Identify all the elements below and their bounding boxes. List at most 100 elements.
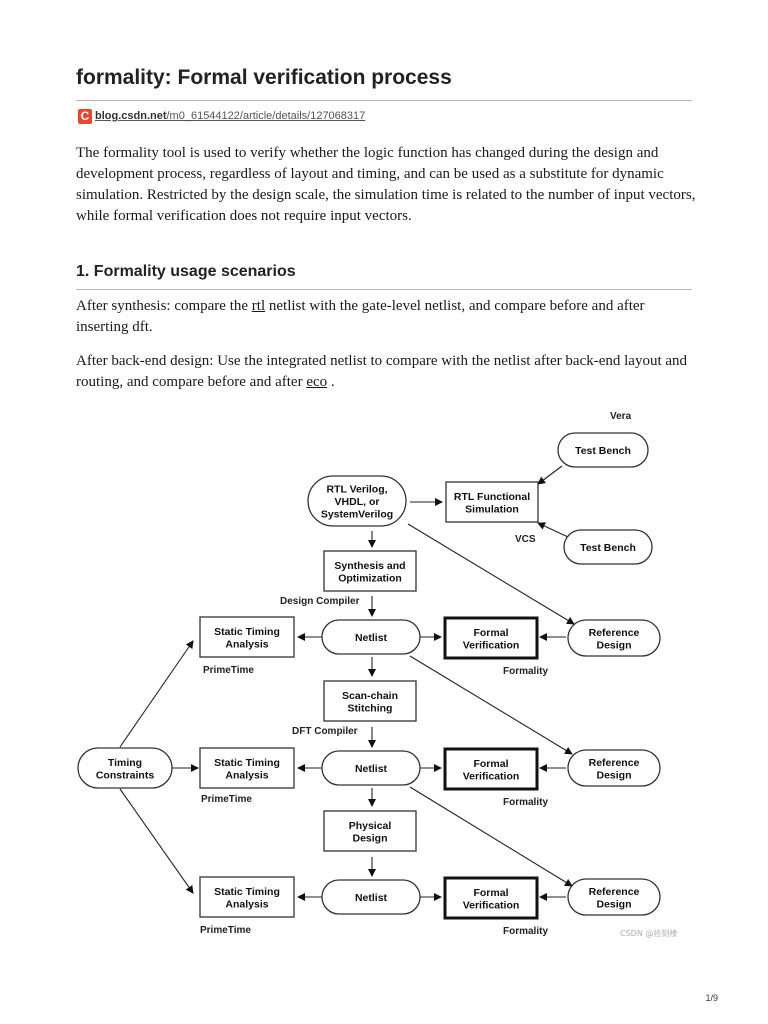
- section-divider: [76, 289, 692, 290]
- synthesis-paragraph: After synthesis: compare the rtl netlist…: [76, 296, 696, 338]
- node-text-line: Verification: [463, 639, 520, 651]
- node-text-line: Formal: [473, 758, 508, 770]
- node-text-line: Simulation: [465, 503, 519, 515]
- csdn-logo-icon: C: [78, 108, 92, 124]
- netlist-node-1: Netlist: [321, 619, 421, 655]
- node-text-line: Formal: [473, 887, 508, 899]
- svg-text:Netlist: Netlist: [355, 632, 388, 644]
- svg-text:Netlist: Netlist: [355, 763, 388, 775]
- diagram-connectors: [119, 465, 575, 901]
- node-text-line: VHDL, or: [335, 496, 380, 508]
- csdn-watermark: CSDN @拾刻楼: [620, 928, 677, 938]
- formality-label-3: Formality: [503, 926, 548, 937]
- node-text-line: Netlist: [355, 892, 388, 904]
- node-text-line: Static Timing: [214, 626, 280, 638]
- vera-label: Vera: [610, 411, 632, 422]
- node-text-line: Verification: [463, 770, 520, 782]
- primetime-label-2: PrimeTime: [201, 794, 252, 805]
- node-text-line: Design: [596, 769, 631, 781]
- node-text-line: SystemVerilog: [321, 509, 393, 521]
- node-text-line: Static Timing: [214, 757, 280, 769]
- source-path: /m0_61544122/article/details/127068317: [166, 110, 366, 122]
- node-text-line: Constraints: [96, 769, 155, 781]
- formality-label-2: Formality: [503, 797, 548, 808]
- node-text-line: Synthesis and: [334, 560, 405, 572]
- formality-flow-diagram: .shape { fill: #fff; stroke: #333; strok…: [77, 411, 677, 938]
- intro-paragraph: The formality tool is used to verify whe…: [76, 145, 696, 224]
- para1-text-start: After synthesis: compare the: [76, 298, 252, 314]
- primetime-label-1: PrimeTime: [203, 665, 254, 676]
- rtl-link[interactable]: rtl: [251, 298, 266, 314]
- para2-text-start: After back-end design: Use the integrate…: [76, 353, 688, 390]
- node-text-line: Formal: [473, 627, 508, 639]
- page-number: 1/9: [705, 993, 718, 1003]
- node-text-line: Analysis: [225, 638, 268, 650]
- node-text-line: Netlist: [355, 632, 388, 644]
- netlist-node-2: Netlist: [321, 750, 421, 786]
- node-text-line: Design: [596, 639, 631, 651]
- node-text-line: Netlist: [355, 763, 388, 775]
- node-text-line: Analysis: [225, 898, 268, 910]
- vcs-label: VCS: [515, 534, 536, 545]
- node-text-line: Test Bench: [580, 542, 636, 554]
- node-text-line: Timing: [108, 757, 142, 769]
- node-text-line: Reference: [589, 886, 640, 898]
- test-bench-node-top: Test Bench: [557, 432, 649, 468]
- para1-text-end: netlist with the gate-level netlist, and…: [76, 298, 645, 335]
- node-text-line: RTL Functional: [454, 491, 530, 503]
- node-text-line: Design: [596, 898, 631, 910]
- formality-label-1: Formality: [503, 666, 548, 677]
- node-text-line: Verification: [463, 899, 520, 911]
- svg-text:Test Bench: Test Bench: [580, 542, 636, 554]
- primetime-label-3: PrimeTime: [200, 925, 251, 936]
- node-text-line: Optimization: [338, 572, 402, 584]
- node-text-line: Physical: [349, 820, 392, 832]
- node-text-line: Reference: [589, 627, 640, 639]
- eco-link[interactable]: eco: [306, 374, 328, 390]
- source-line: C blog.csdn.net/m0_61544122/article/deta…: [78, 107, 365, 125]
- source-domain: blog.csdn.net: [95, 110, 167, 122]
- node-text-line: Design: [352, 832, 387, 844]
- svg-text:Netlist: Netlist: [355, 892, 388, 904]
- design-compiler-label: Design Compiler: [280, 596, 360, 607]
- section-heading: 1. Formality usage scenarios: [76, 263, 296, 280]
- node-text-line: Analysis: [225, 769, 268, 781]
- title-divider: [76, 100, 692, 101]
- source-link[interactable]: blog.csdn.net/m0_61544122/article/detail…: [95, 110, 365, 122]
- netlist-node-3: Netlist: [321, 879, 421, 915]
- node-text-line: Test Bench: [575, 445, 631, 457]
- node-text-line: RTL Verilog,: [326, 484, 387, 496]
- node-text-line: Stitching: [348, 702, 393, 714]
- dft-compiler-label: DFT Compiler: [292, 726, 358, 737]
